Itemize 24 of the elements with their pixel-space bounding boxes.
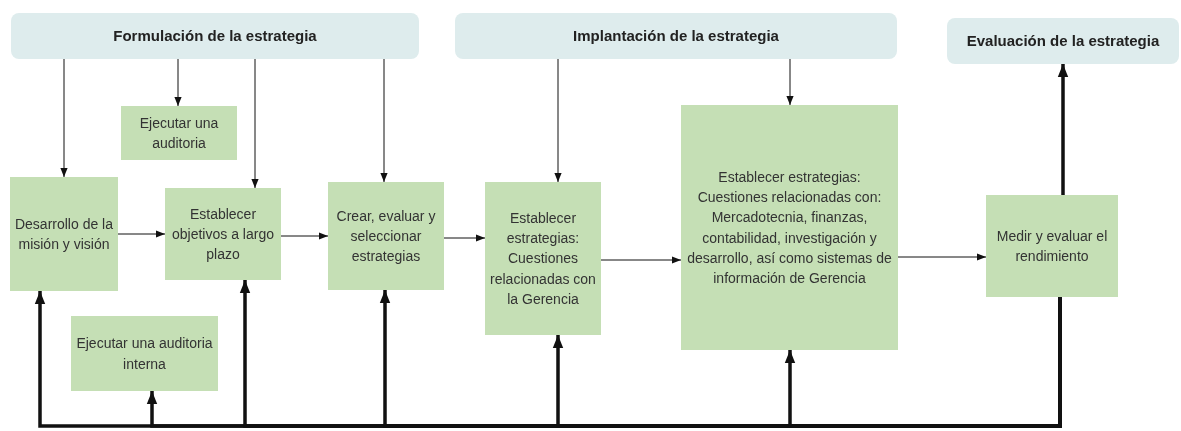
process-box: Crear, evaluar y seleccionar estrategias	[328, 182, 444, 290]
arrow	[786, 58, 794, 106]
arrow	[554, 58, 562, 183]
process-box: Establecer estrategias: Cuestiones relacionadas con la Gerencia	[485, 182, 601, 335]
arrow	[117, 230, 166, 238]
arrow	[784, 297, 1062, 428]
process-box: Establecer estrategias: Cuestiones relacionadas con: Mercadotecnia, finanzas, contabilidad, investigación y desarrollo, así como sistemas de información de Gerencia	[681, 105, 898, 350]
arrow	[174, 58, 182, 107]
arrow	[251, 58, 259, 189]
phase-header: Formulación de la estrategia	[11, 13, 419, 59]
arrow	[443, 234, 486, 242]
arrow	[280, 232, 329, 240]
arrow	[1057, 64, 1069, 195]
phase-header: Evaluación de la estrategia	[947, 18, 1179, 64]
arrow	[60, 58, 68, 178]
arrow	[380, 58, 388, 183]
process-box: Ejecutar una auditoria interna	[71, 316, 218, 391]
arrow	[600, 256, 682, 264]
process-box: Establecer objetivos a largo plazo	[165, 188, 281, 280]
phase-header: Implantación de la estrategia	[455, 13, 897, 59]
process-box: Ejecutar una auditoria	[121, 106, 237, 160]
process-box: Desarrollo de la misión y visión	[10, 177, 118, 291]
arrow	[897, 253, 987, 261]
process-box: Medir y evaluar el rendimiento	[986, 195, 1118, 297]
